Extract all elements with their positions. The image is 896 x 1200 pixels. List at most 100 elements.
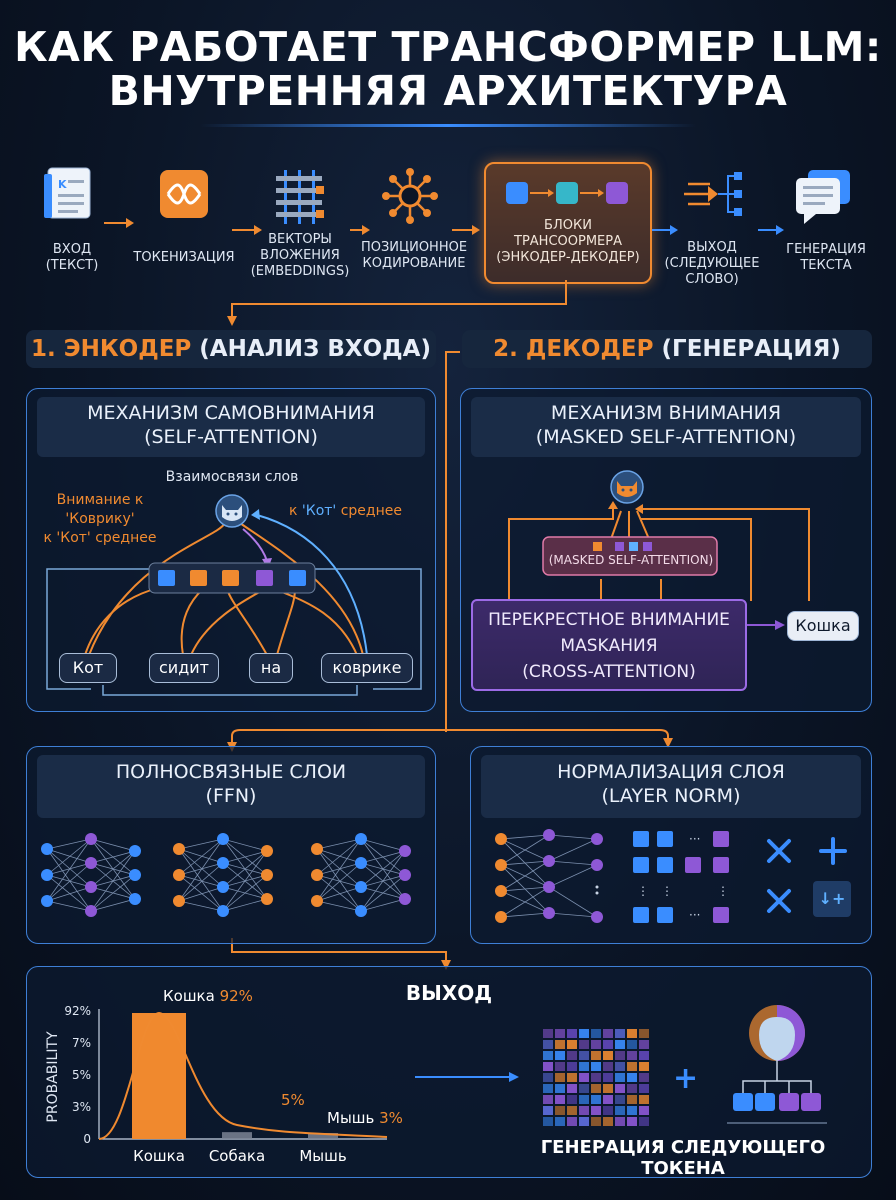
grid-cell (579, 1106, 589, 1115)
grid-cell (555, 1062, 565, 1071)
grid-cell (627, 1084, 637, 1093)
word-token-kovrike: коврике (321, 653, 413, 683)
grid-cell (627, 1095, 637, 1104)
generation-label: ГЕНЕРАЦИЯ СЛЕДУЮЩЕГО ТОКЕНА (540, 1137, 826, 1179)
grid-cell (543, 1084, 553, 1093)
grid-cell (627, 1040, 637, 1049)
embedding-grid-icon (272, 170, 328, 224)
grid-cell (603, 1095, 613, 1104)
grid-cell (579, 1040, 589, 1049)
probability-curve (98, 1011, 388, 1140)
grid-cell (615, 1117, 625, 1126)
grid-cell (567, 1040, 577, 1049)
grid-cell (591, 1073, 601, 1082)
grid-cell (639, 1095, 649, 1104)
grid-cell (567, 1084, 577, 1093)
data-label: 5% (281, 1091, 305, 1109)
grid-cell (543, 1095, 553, 1104)
grid-cell (591, 1029, 601, 1038)
masked-attention-diagram (508, 470, 810, 630)
model-head-icon (727, 1005, 827, 1124)
grid-cell (603, 1040, 613, 1049)
attention-note-left: Внимание к'Коврику'к 'Кот' среднее (43, 492, 157, 546)
decoder-section-heading: 2. ДЕКОДЕР (ГЕНЕРАЦИЯ) (462, 330, 872, 368)
grid-cell (543, 1029, 553, 1038)
data-label: Кошка 92% (163, 987, 253, 1005)
relations-label: Взаимосвязи слов (165, 469, 299, 485)
grid-cell (591, 1095, 601, 1104)
encoder-panel: МЕХАНИЗМ САМОВНИМАНИЯ(SELF-ATTENTION) Вз… (26, 388, 436, 712)
step-tokenize-label: ТОКЕНИЗАЦИЯ (133, 250, 235, 265)
grid-cell (627, 1051, 637, 1060)
step-input-label: ВХОД(ТЕКСТ) (45, 242, 99, 273)
decoder-output-word: Кошка (787, 611, 859, 641)
grid-cell (627, 1073, 637, 1082)
self-attention-diagram (46, 494, 422, 696)
grid-cell (543, 1106, 553, 1115)
grid-cell (603, 1084, 613, 1093)
grid-cell (567, 1029, 577, 1038)
grid-cell (555, 1029, 565, 1038)
chat-bubble-icon (794, 168, 854, 228)
svg-text:···: ··· (689, 908, 700, 922)
attention-note-right: к 'Кот' среднее (289, 503, 402, 519)
grid-cell (615, 1029, 625, 1038)
word-token-kot: Кот (59, 653, 117, 683)
grid-cell (591, 1062, 601, 1071)
arrow-6 (758, 225, 784, 235)
grid-cell (603, 1117, 613, 1126)
grid-cell (543, 1117, 553, 1126)
grid-cell (615, 1051, 625, 1060)
grid-cell (639, 1051, 649, 1060)
plus-icon: + (673, 1061, 699, 1096)
grid-cell (555, 1095, 565, 1104)
y-tick-label: 3% (72, 1100, 91, 1114)
word-token-sidit: сидит (149, 653, 219, 683)
y-axis-label: PROBABILITY (45, 1031, 61, 1123)
grid-cell (567, 1062, 577, 1071)
grid-cell (579, 1051, 589, 1060)
transformer-block-icon (506, 182, 628, 204)
grid-cell (615, 1095, 625, 1104)
arrow-1 (104, 218, 134, 228)
grid-cell (639, 1073, 649, 1082)
grid-cell (579, 1095, 589, 1104)
grid-cell (567, 1117, 577, 1126)
layer-norm-panel-heading: НОРМАЛИЗАЦИЯ СЛОЯ(LAYER NORM) (481, 755, 861, 818)
x-tick-label: Мышь (299, 1147, 346, 1165)
grid-cell (591, 1117, 601, 1126)
grid-cell (639, 1040, 649, 1049)
encoder-section-heading: 1. ЭНКОДЕР (АНАЛИЗ ВХОДА) (26, 330, 436, 368)
grid-cell (603, 1029, 613, 1038)
grid-cell (555, 1073, 565, 1082)
grid-cell (543, 1051, 553, 1060)
ffn-networks (41, 833, 411, 917)
y-tick-label: 5% (72, 1068, 91, 1082)
grid-cell (603, 1051, 613, 1060)
tokenize-icon (158, 168, 210, 220)
grid-cell (603, 1106, 613, 1115)
grid-cell (567, 1106, 577, 1115)
layer-norm-visual: ··· ⋮ ⋮ ⋮ ··· (495, 829, 851, 923)
grid-cell (591, 1084, 601, 1093)
grid-cell (615, 1084, 625, 1093)
grid-cell (579, 1084, 589, 1093)
grid-cell (591, 1040, 601, 1049)
grid-cell (579, 1117, 589, 1126)
grid-cell (615, 1062, 625, 1071)
grid-cell (639, 1084, 649, 1093)
grid-cell (567, 1095, 577, 1104)
y-tick-label: 7% (72, 1036, 91, 1050)
encoder-panel-heading: МЕХАНИЗМ САМОВНИМАНИЯ(SELF-ATTENTION) (37, 397, 425, 457)
page-subtitle: ВНУТРЕННЯЯ АРХИТЕКТУРА (108, 67, 788, 115)
grid-cell (543, 1062, 553, 1071)
svg-text:⋮: ⋮ (717, 884, 729, 898)
x-tick-label: Кошка (133, 1147, 185, 1165)
svg-text:···: ··· (689, 832, 700, 846)
grid-cell (555, 1051, 565, 1060)
